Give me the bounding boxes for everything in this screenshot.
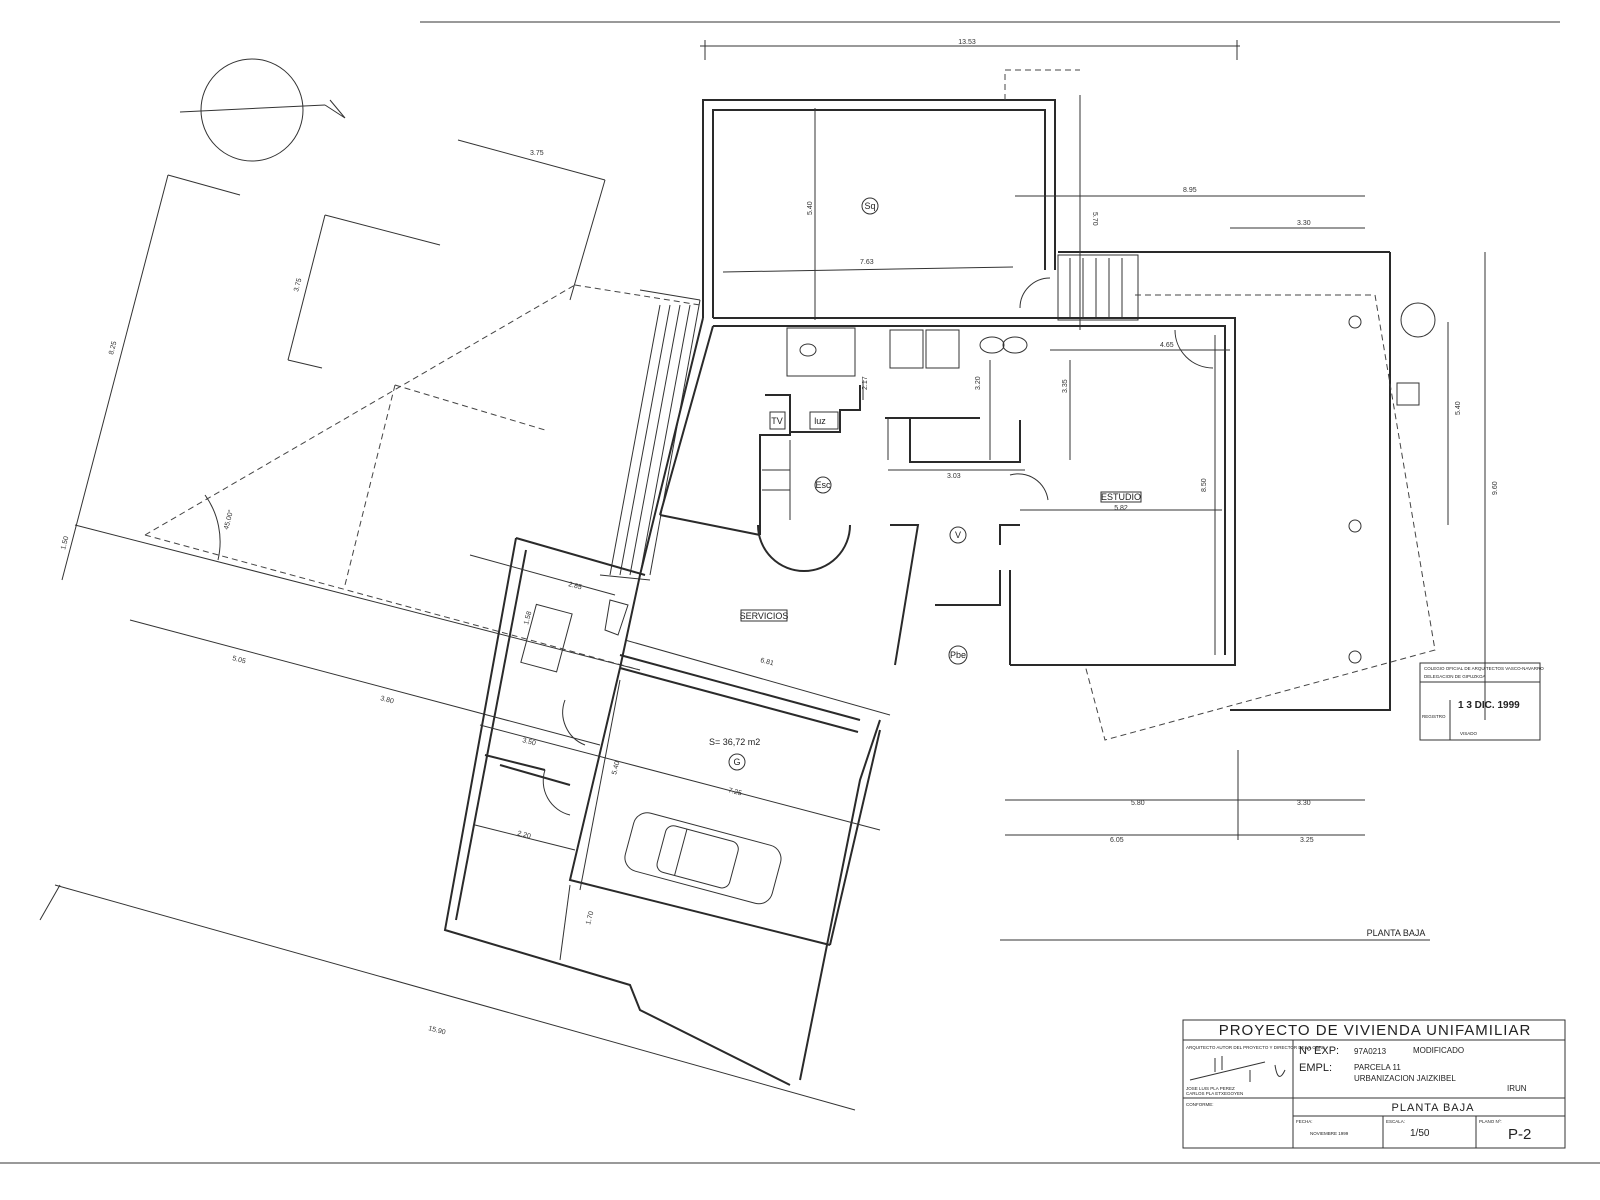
svg-text:13.53: 13.53 [958,39,976,46]
dimension-overall: 13.53 [700,39,1240,60]
svg-text:5.80: 5.80 [1131,800,1145,807]
svg-text:9.60: 9.60 [1492,481,1499,495]
svg-text:5.40: 5.40 [807,201,814,215]
svg-text:3.80: 3.80 [379,695,394,705]
svg-text:6.05: 6.05 [1110,837,1124,844]
registration-stamp: COLEGIO OFICIAL DE ARQUITECTOS VASCO-NAV… [1419,662,1544,741]
project-title: PROYECTO DE VIVIENDA UNIFAMILIAR [1219,1022,1532,1039]
garage: 2.85 1.58 3.50 2.20 5.40 S= 36,72 m2 G 7… [443,537,881,1086]
svg-text:1.58: 1.58 [523,610,533,625]
svg-text:1 3 DIC. 1999: 1 3 DIC. 1999 [1458,700,1520,711]
plan-caption: PLANTA BAJA [1367,928,1426,938]
svg-text:5.70: 5.70 [1091,212,1098,226]
svg-text:DELEGACION DE GIPUZKOA: DELEGACION DE GIPUZKOA [1424,674,1486,679]
svg-text:PLANTA BAJA: PLANTA BAJA [1392,1102,1475,1114]
house-walls: TV luz 2.17 3.03 3.20 3.35 4.65 Esc V Pb… [619,317,1236,733]
svg-text:7.63: 7.63 [860,259,874,266]
svg-text:P-2: P-2 [1508,1126,1531,1143]
svg-text:4.65: 4.65 [1160,342,1174,349]
svg-text:5.40: 5.40 [611,760,621,775]
svg-text:15.90: 15.90 [427,1025,446,1036]
svg-text:S= 36,72 m2: S= 36,72 m2 [709,737,760,747]
ramp-steps [599,289,701,581]
svg-text:CARLOS PLA ETXEGOYEN: CARLOS PLA ETXEGOYEN [1186,1091,1243,1096]
svg-text:CONFORME:: CONFORME: [1186,1102,1214,1107]
svg-text:FECHA:: FECHA: [1296,1119,1313,1124]
svg-text:97A0213: 97A0213 [1354,1047,1387,1056]
svg-text:REGISTRO: REGISTRO [1422,714,1446,719]
svg-text:8.25: 8.25 [108,340,118,355]
svg-text:2.17: 2.17 [862,376,869,390]
plot-boundary: 8.25 3.75 3.75 1.50 45.00° 5.05 3.80 15.… [39,139,856,1111]
svg-text:5.40: 5.40 [1455,401,1462,415]
svg-text:45.00°: 45.00° [222,509,235,531]
svg-text:3.35: 3.35 [1062,379,1069,393]
signature [1189,1056,1286,1082]
svg-text:ESTUDIO: ESTUDIO [1101,492,1141,502]
svg-text:2.85: 2.85 [567,581,582,591]
svg-text:PARCELA 11: PARCELA 11 [1354,1063,1401,1072]
svg-text:VISADO: VISADO [1460,731,1478,736]
svg-text:SERVICIOS: SERVICIOS [740,611,789,621]
north-arrow-icon [179,58,346,162]
svg-text:URBANIZACION JAIZKIBEL: URBANIZACION JAIZKIBEL [1354,1074,1456,1083]
svg-text:Sq: Sq [864,201,875,211]
svg-text:PLANO Nº:: PLANO Nº: [1479,1119,1502,1124]
svg-text:5.82: 5.82 [1114,505,1128,512]
svg-text:ARQUITECTO AUTOR DEL PROYECTO: ARQUITECTO AUTOR DEL PROYECTO Y DIRECTOR… [1186,1045,1325,1050]
svg-text:IRUN: IRUN [1507,1084,1527,1093]
svg-text:3.50: 3.50 [521,737,536,747]
svg-text:3.03: 3.03 [947,473,961,480]
car-icon [624,812,782,905]
svg-text:2.20: 2.20 [516,830,531,840]
svg-text:NOVIEMBRE 1999: NOVIEMBRE 1999 [1310,1131,1349,1136]
svg-text:Esc: Esc [815,480,831,490]
svg-text:Pbe: Pbe [950,650,966,660]
svg-text:7.25: 7.25 [727,787,742,797]
svg-text:3.20: 3.20 [975,376,982,390]
svg-text:3.30: 3.30 [1297,220,1311,227]
terrace: 5.40 9.60 [1084,252,1499,741]
svg-text:1/50: 1/50 [1410,1128,1430,1139]
svg-text:Nº EXP:: Nº EXP: [1299,1045,1339,1057]
svg-text:V: V [955,530,961,540]
svg-text:ESCALA:: ESCALA: [1386,1119,1405,1124]
svg-text:1.50: 1.50 [60,535,70,550]
title-block: PROYECTO DE VIVIENDA UNIFAMILIAR ARQUITE… [1182,1019,1566,1149]
svg-text:luz: luz [814,416,826,426]
svg-text:8.95: 8.95 [1183,187,1197,194]
svg-text:3.75: 3.75 [530,150,544,157]
svg-text:1.70: 1.70 [585,910,595,925]
svg-text:8.50: 8.50 [1201,478,1208,492]
svg-text:TV: TV [771,416,783,426]
svg-text:3.30: 3.30 [1297,800,1311,807]
svg-text:6.81: 6.81 [759,657,774,667]
svg-text:3.75: 3.75 [293,277,303,292]
svg-text:MODIFICADO: MODIFICADO [1413,1046,1464,1055]
svg-text:G: G [733,757,740,767]
exterior-stair: 5.70 8.95 3.30 [1015,95,1390,330]
room-sq: 5.40 7.63 Sq [702,69,1080,320]
svg-text:EMPL:: EMPL: [1299,1062,1332,1074]
svg-text:5.05: 5.05 [231,655,246,665]
svg-text:JOSE LUIS PLA PEREZ: JOSE LUIS PLA PEREZ [1186,1086,1235,1091]
bottom-dimensions: 5.80 3.30 6.05 3.25 [1005,750,1365,844]
svg-text:COLEGIO OFICIAL DE ARQUITECTOS: COLEGIO OFICIAL DE ARQUITECTOS VASCO-NAV… [1424,666,1544,671]
svg-text:3.25: 3.25 [1300,837,1314,844]
